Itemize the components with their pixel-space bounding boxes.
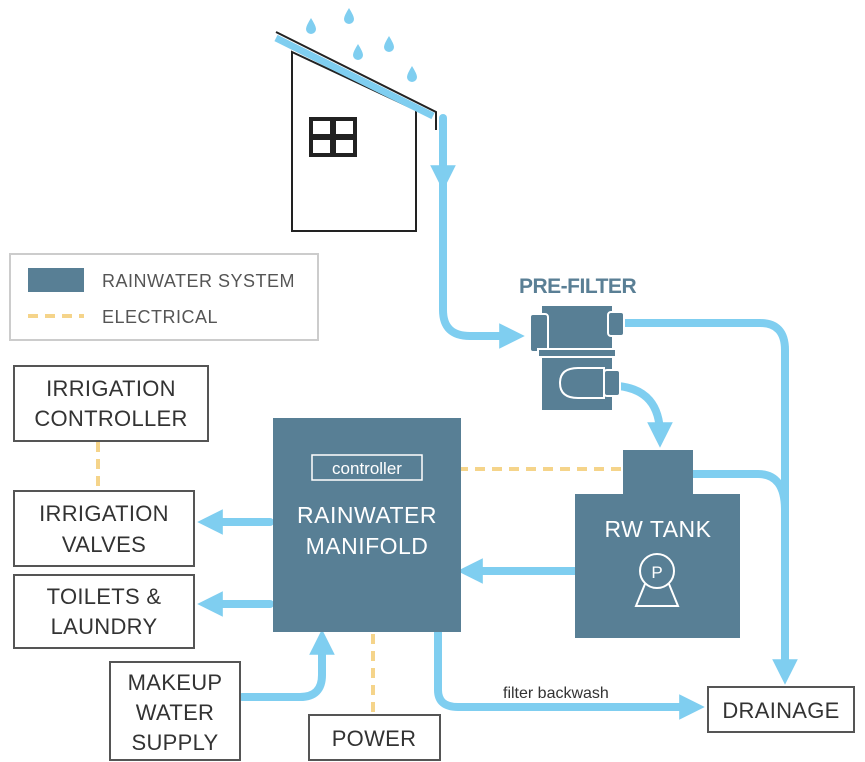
raindrop-icon	[306, 18, 316, 34]
makeup-water-box: MAKEUP WATER SUPPLY	[109, 661, 241, 761]
makeup-water-line2: WATER	[136, 700, 215, 725]
electrical-lines	[96, 442, 622, 714]
window-icon	[309, 117, 357, 157]
irrigation-controller-box: IRRIGATION CONTROLLER	[13, 365, 209, 442]
prefilter: PRE-FILTER	[519, 275, 637, 410]
house-icon	[274, 31, 437, 232]
legend: RAINWATER SYSTEM ELECTRICAL	[9, 253, 319, 341]
manifold-label-line2: MANIFOLD	[306, 533, 429, 559]
irrigation-controller-line2: CONTROLLER	[34, 406, 187, 431]
prefilter-to-tank-pipe	[614, 382, 673, 448]
rw-tank: RW TANK P	[575, 450, 740, 638]
raindrop-icon	[344, 8, 354, 24]
irrigation-controller-line1: IRRIGATION	[46, 376, 176, 401]
pipe-to-prefilter	[439, 174, 525, 349]
filter-backwash-label: filter backwash	[503, 685, 609, 702]
power-box: POWER	[308, 714, 441, 761]
rw-tank-label: RW TANK	[604, 516, 711, 542]
irrigation-valves-line2: VALVES	[62, 532, 146, 557]
legend-swatch-rainwater	[28, 268, 84, 292]
legend-frame	[9, 253, 319, 341]
drainage-box: DRAINAGE	[707, 686, 855, 733]
raindrop-icons	[306, 8, 417, 82]
water-pipes	[197, 114, 798, 720]
manifold-label-line1: RAINWATER	[297, 502, 437, 528]
rainwater-manifold: controller RAINWATER MANIFOLD	[273, 418, 461, 632]
raindrop-icon	[384, 36, 394, 52]
makeup-water-line1: MAKEUP	[128, 670, 223, 695]
toilets-laundry-line1: TOILETS &	[47, 584, 162, 609]
makeup-to-manifold-pipe	[238, 629, 335, 701]
legend-label-electrical: ELECTRICAL	[102, 307, 218, 327]
pump-icon: P	[634, 553, 680, 607]
prefilter-label: PRE-FILTER	[519, 275, 636, 298]
prefilter-overflow-pipe	[616, 319, 798, 685]
drainage-label: DRAINAGE	[722, 698, 839, 723]
backwash-pipe	[434, 628, 705, 720]
tank-overflow-pipe	[689, 470, 789, 514]
makeup-water-line3: SUPPLY	[132, 730, 219, 755]
legend-label-rainwater: RAINWATER SYSTEM	[102, 271, 295, 291]
irrigation-valves-box: IRRIGATION VALVES	[13, 490, 195, 567]
toilets-laundry-line2: LAUNDRY	[51, 614, 158, 639]
toilets-laundry-box: TOILETS & LAUNDRY	[13, 574, 195, 649]
pump-symbol: P	[651, 563, 662, 582]
power-label: POWER	[332, 726, 417, 751]
raindrop-icon	[353, 44, 363, 60]
controller-label: controller	[332, 459, 402, 478]
irrigation-valves-line1: IRRIGATION	[39, 501, 169, 526]
controller-badge	[311, 454, 423, 481]
raindrop-icon	[407, 66, 417, 82]
